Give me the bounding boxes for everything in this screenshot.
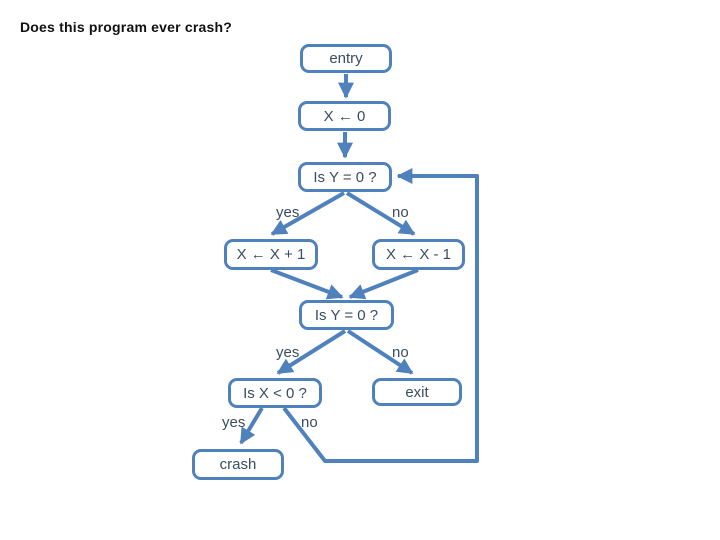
node-set-x-zero: X ← 0 [298,101,391,131]
branch-label-test-x-negative-no: no [301,414,318,431]
node-dec-x-label: X ← X - 1 [385,246,452,263]
node-inc-x: X ← X + 1 [224,239,318,270]
branch-label-test-y-second-no: no [392,344,409,361]
node-inc-x-label: X ← X + 1 [236,246,306,263]
node-crash: crash [192,449,284,480]
node-test-y-first-label: Is Y = 0 ? [313,168,377,186]
node-exit: exit [372,378,462,406]
branch-label-test-x-negative-yes: yes [222,414,246,431]
node-exit-label: exit [405,383,429,401]
node-test-y-first: Is Y = 0 ? [298,162,392,192]
branch-label-test-y-second-yes: yes [276,344,300,361]
node-test-y-second: Is Y = 0 ? [299,300,394,330]
node-set-x-zero-label: X ← 0 [323,107,366,125]
slide-title: Does this program ever crash? [20,19,232,35]
node-entry: entry [300,44,392,73]
node-dec-x: X ← X - 1 [372,239,465,270]
branch-label-test-y-first-no: no [392,204,409,221]
node-test-x-negative: Is X < 0 ? [228,378,322,408]
node-crash-label: crash [219,456,257,473]
node-entry-label: entry [329,50,363,67]
edge-dec-x-to-test-y-second [348,268,419,300]
edge-inc-x-to-test-y-second [270,268,344,300]
branch-label-test-y-first-yes: yes [276,204,300,221]
node-test-x-negative-label: Is X < 0 ? [243,384,307,402]
node-test-y-second-label: Is Y = 0 ? [314,306,379,324]
